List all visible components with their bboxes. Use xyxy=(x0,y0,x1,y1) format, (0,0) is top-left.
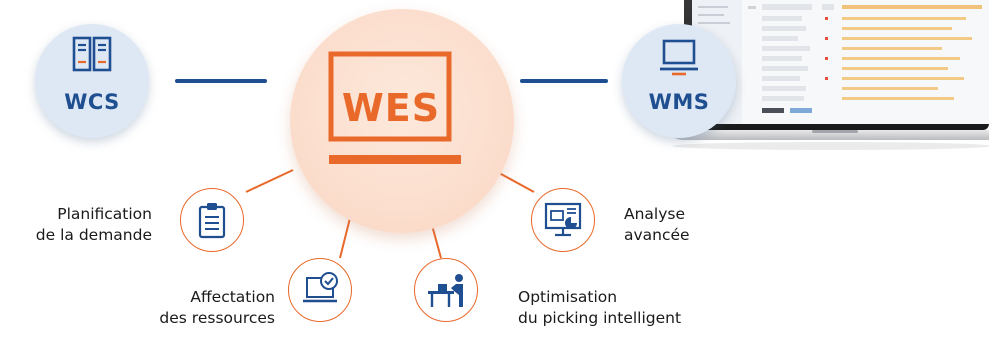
analytics-line2: avancée xyxy=(624,226,690,244)
clipboard-icon xyxy=(198,203,226,239)
planning-connector-line xyxy=(245,169,294,193)
wes-hub[interactable]: WES xyxy=(290,9,514,233)
analytics-text: Analyse avancée xyxy=(624,204,744,246)
analytics-line1: Analyse xyxy=(624,205,686,223)
laptop-icon xyxy=(660,39,698,76)
planning-icon-circle[interactable] xyxy=(180,188,244,252)
planning-line1: Planification xyxy=(57,205,152,223)
wes-label: WES xyxy=(341,86,441,130)
dashboard-monitor-icon xyxy=(544,202,582,237)
picking-line1: Optimisation xyxy=(518,288,618,306)
resources-text: Affectation des ressources xyxy=(120,287,275,329)
planning-line2: de la demande xyxy=(35,226,152,244)
wcs-node[interactable]: WCS xyxy=(35,24,149,138)
planning-text: Planification de la demande xyxy=(0,204,152,246)
resources-line2: des ressources xyxy=(159,309,275,327)
worker-at-station-icon xyxy=(428,274,463,307)
resources-connector-line xyxy=(339,217,351,259)
wms-label: WMS xyxy=(648,90,710,114)
wms-node[interactable]: WMS xyxy=(622,24,736,138)
picking-text: Optimisation du picking intelligent xyxy=(518,287,738,329)
wcs-label: WCS xyxy=(64,90,120,114)
picking-line2: du picking intelligent xyxy=(518,309,682,327)
analytics-icon-circle[interactable] xyxy=(531,188,595,252)
server-racks-icon xyxy=(72,36,112,72)
laptop-check-icon xyxy=(303,272,338,303)
wes-monitor-icon xyxy=(328,51,461,164)
picking-icon-circle[interactable] xyxy=(414,258,478,322)
resources-icon-circle[interactable] xyxy=(288,258,352,322)
resources-line1: Affectation xyxy=(190,288,275,306)
